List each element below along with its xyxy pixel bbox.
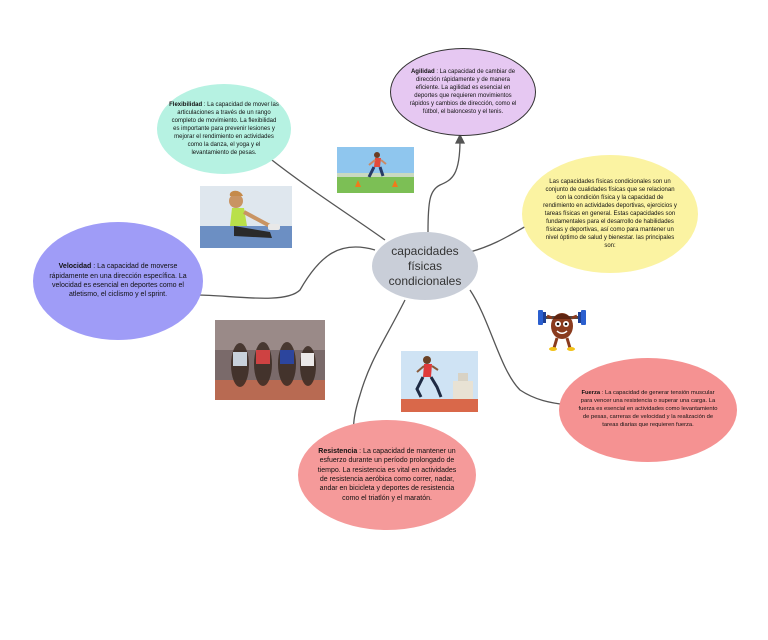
node-resistencia[interactable]: Resistencia : La capacidad de mantener u…: [298, 420, 476, 530]
node-fuerza-text: Fuerza : La capacidad de generar tensión…: [577, 390, 719, 429]
connector-flexibilidad: [267, 156, 386, 241]
node-agilidad[interactable]: Agilidad : La capacidad de cambiar de di…: [390, 48, 536, 136]
central-topic[interactable]: capacidades físicas condicionales: [372, 232, 478, 300]
connector-definicion: [469, 224, 529, 253]
connector-velocidad: [196, 246, 376, 299]
node-flexibilidad-text: Flexibilidad : La capacidad de mover las…: [169, 101, 279, 158]
connector-agilidad: [427, 139, 461, 233]
runner-track-photo: [401, 351, 478, 412]
node-fuerza-title: Fuerza: [581, 390, 601, 397]
connector-fuerza: [469, 289, 569, 406]
node-velocidad-body: : La capacidad de moverse rápidamente en…: [49, 263, 187, 299]
node-fuerza-body: : La capacidad de generar tensión muscul…: [578, 390, 718, 428]
node-agilidad-title: Agilidad: [410, 68, 435, 75]
node-flexibilidad-title: Flexibilidad: [169, 101, 203, 108]
node-velocidad[interactable]: Velocidad : La capacidad de moverse rápi…: [33, 222, 203, 340]
node-resistencia-body: : La capacidad de mantener un esfuerzo d…: [317, 447, 457, 502]
node-fuerza[interactable]: Fuerza : La capacidad de generar tensión…: [559, 358, 737, 462]
node-resistencia-text: Resistencia : La capacidad de mantener u…: [316, 447, 458, 504]
node-resistencia-title: Resistencia: [318, 447, 358, 455]
node-definicion-text: Las capacidades físicas condicionales so…: [543, 178, 677, 250]
node-agilidad-text: Agilidad : La capacidad de cambiar de di…: [405, 68, 521, 117]
node-flexibilidad[interactable]: Flexibilidad : La capacidad de mover las…: [157, 84, 291, 174]
stretching-woman-photo: [200, 186, 292, 248]
node-velocidad-title: Velocidad: [58, 263, 92, 271]
connector-agilidad-arrow: [454, 133, 466, 144]
node-definicion[interactable]: Las capacidades físicas condicionales so…: [522, 155, 698, 273]
node-flexibilidad-body: : La capacidad de mover las articulacion…: [171, 101, 279, 157]
connector-resistencia: [352, 299, 406, 441]
node-velocidad-text: Velocidad : La capacidad de moverse rápi…: [49, 262, 187, 300]
node-agilidad-body: : La capacidad de cambiar de dirección r…: [409, 68, 517, 116]
central-topic-label: capacidades físicas condicionales: [388, 243, 462, 288]
agility-jump-photo: [337, 147, 414, 193]
sprinters-race-photo: [215, 320, 325, 400]
weightlifter-mascot-icon: [536, 304, 588, 352]
